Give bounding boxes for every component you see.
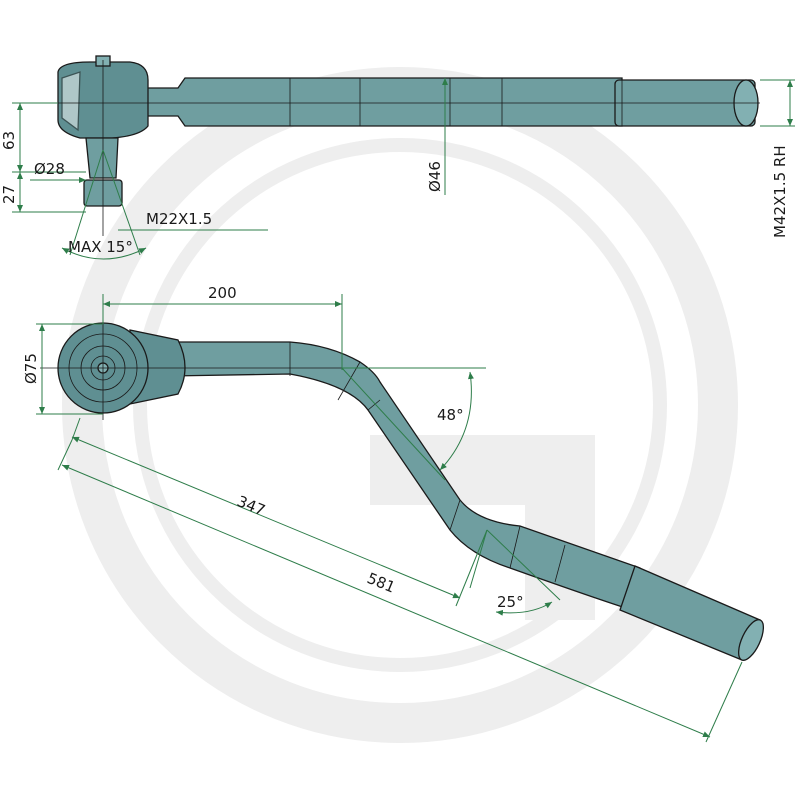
dim-length-200: 200	[208, 284, 237, 302]
side-view: Ø75 200 48° 25° 347 581	[22, 284, 765, 743]
dim-diameter-75: Ø75	[22, 353, 40, 384]
dim-angle-48: 48°	[437, 406, 464, 424]
dim-length-581: 581	[364, 569, 397, 597]
dim-thread-rod: M42X1.5 RH	[771, 145, 789, 238]
dim-thread-ball: M22X1.5	[146, 210, 212, 228]
rod-top	[139, 77, 623, 127]
brand-g-logo-icon	[62, 67, 738, 743]
dim-height-27: 27	[0, 185, 18, 204]
stud-top	[85, 137, 119, 179]
dim-diameter-28: Ø28	[34, 160, 65, 178]
dim-max-angle: MAX 15°	[68, 238, 133, 256]
dim-diameter-46: Ø46	[426, 161, 444, 192]
dim-height-63: 63	[0, 131, 18, 150]
top-view: 63 27 Ø28 M22X1.5 MAX 15° Ø46 M42X1.5 RH	[0, 55, 795, 260]
dim-length-347: 347	[234, 492, 267, 520]
dim-angle-25: 25°	[497, 593, 524, 611]
